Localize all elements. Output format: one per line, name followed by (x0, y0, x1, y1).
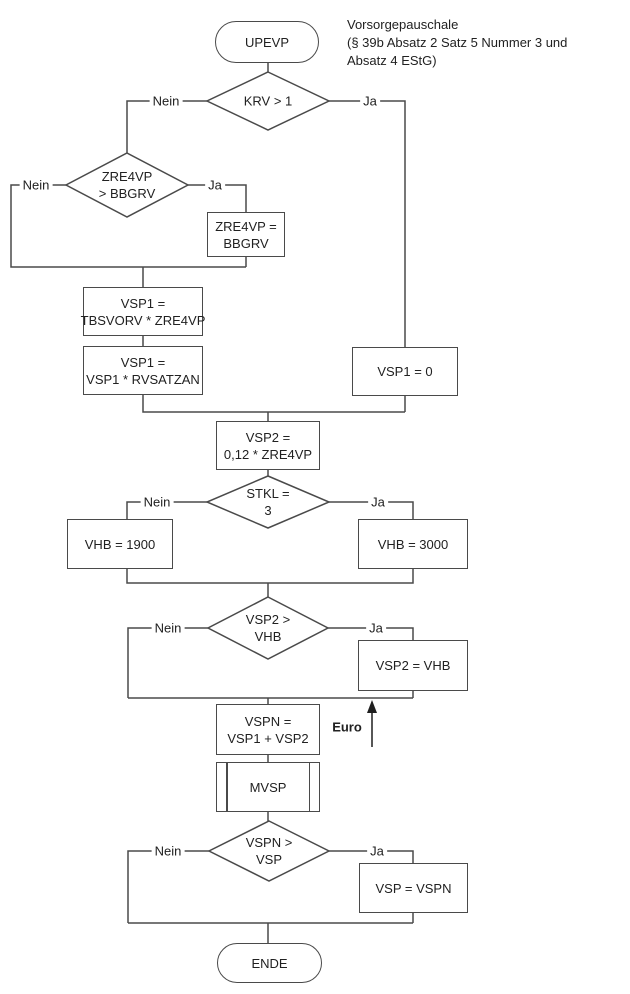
process-zre4vp-assign: ZRE4VP = BBGRV (207, 212, 285, 257)
law-annotation: Vorsorgepauschale (§ 39b Absatz 2 Satz 5… (347, 16, 567, 70)
process-text: MVSP (249, 779, 287, 795)
process-vsp1-zero: VSP1 = 0 (352, 347, 458, 396)
process-vhb-1900: VHB = 1900 (67, 519, 173, 569)
subroutine-mvsp: MVSP (216, 762, 320, 812)
edge-label-nein-vspn-vsp: Nein (151, 843, 185, 859)
decision-krv-shape (205, 71, 331, 131)
edge-label-ja-stkl: Ja (368, 494, 388, 510)
process-text: 0,12 * ZRE4VP (223, 446, 313, 462)
decision-text: VSP2 > (245, 612, 291, 627)
terminator-end: ENDE (217, 943, 322, 983)
annotation-line-3: Absatz 4 EStG) (347, 53, 437, 68)
edge-label-nein-vsp2-vhb: Nein (151, 620, 185, 636)
decision-text: VSP (255, 852, 283, 867)
process-vsp1-rvsatzan: VSP1 = VSP1 * RVSATZAN (83, 346, 203, 395)
predefined-process-bar-right (308, 762, 310, 812)
decision-text: ZRE4VP (101, 169, 153, 184)
process-text: VSP1 * RVSATZAN (86, 371, 200, 387)
process-text: VSP2 = (245, 429, 291, 445)
decision-text: 3 (264, 503, 272, 518)
connector-lines (10, 63, 414, 943)
terminator-start: UPEVP (215, 21, 319, 63)
edge-label-ja-vsp2-vhb: Ja (366, 620, 386, 636)
decision-vsp2-vhb-shape (206, 596, 330, 660)
start-label: UPEVP (244, 34, 290, 50)
process-text: VSP1 = 0 (377, 364, 433, 379)
annotation-line-2: (§ 39b Absatz 2 Satz 5 Nummer 3 und (347, 35, 568, 50)
process-text: VSP1 = (120, 354, 166, 370)
annotation-line-1: Vorsorgepauschale (347, 17, 459, 32)
decision-stkl-shape (205, 475, 331, 529)
process-vsp-assign: VSP = VSPN (359, 863, 468, 913)
process-vhb-3000: VHB = 3000 (358, 519, 468, 569)
decision-vsp2-vhb-label: VSP2 > VHB (246, 611, 290, 645)
decision-text: STKL = (246, 486, 290, 501)
end-label: ENDE (251, 955, 288, 971)
decision-text: VSPN > (245, 835, 293, 850)
euro-unit-label: Euro (332, 719, 362, 735)
process-text: ZRE4VP = (215, 218, 277, 234)
edge-label-ja-zre4vp: Ja (205, 177, 225, 193)
process-text: VSP1 = (120, 295, 166, 311)
decision-vspn-vsp-label: VSPN > VSP (246, 834, 293, 868)
decision-zre4vp-shape (64, 152, 190, 218)
process-vsp2-calc: VSP2 = 0,12 * ZRE4VP (216, 421, 320, 470)
edge-label-nein-zre4vp: Nein (19, 177, 53, 193)
process-text: VHB = 3000 (377, 536, 449, 552)
predefined-process-bar-left (226, 762, 228, 812)
decision-text: > BBGRV (98, 186, 156, 201)
process-text: VSPN = (244, 713, 292, 729)
process-text: VSP = VSPN (375, 880, 452, 896)
edge-label-ja-vspn-vsp: Ja (367, 843, 387, 859)
decision-text: KRV > 1 (243, 93, 293, 109)
process-text: VHB = 1900 (84, 536, 156, 552)
decision-krv-label: KRV > 1 (244, 93, 293, 110)
decision-zre4vp-label: ZRE4VP > BBGRV (99, 168, 155, 202)
decision-vspn-vsp-shape (207, 820, 331, 882)
decision-text: VHB (254, 629, 282, 644)
process-vsp1-tbsvorv: VSP1 = TBSVORV * ZRE4VP (80, 287, 206, 336)
process-text: BBGRV (223, 235, 269, 251)
process-text: VSP2 = VHB (375, 658, 451, 673)
process-vsp2-assign: VSP2 = VHB (358, 640, 468, 691)
edge-label-ja-krv: Ja (360, 93, 380, 109)
process-text: TBSVORV * ZRE4VP (80, 312, 206, 328)
edge-label-nein-stkl: Nein (140, 494, 174, 510)
arrow-up-icon (367, 700, 377, 713)
decision-stkl-label: STKL = 3 (246, 485, 289, 519)
edge-label-nein-krv: Nein (149, 93, 183, 109)
process-vspn-calc: VSPN = VSP1 + VSP2 (216, 704, 320, 755)
process-text: VSP1 + VSP2 (227, 730, 309, 746)
